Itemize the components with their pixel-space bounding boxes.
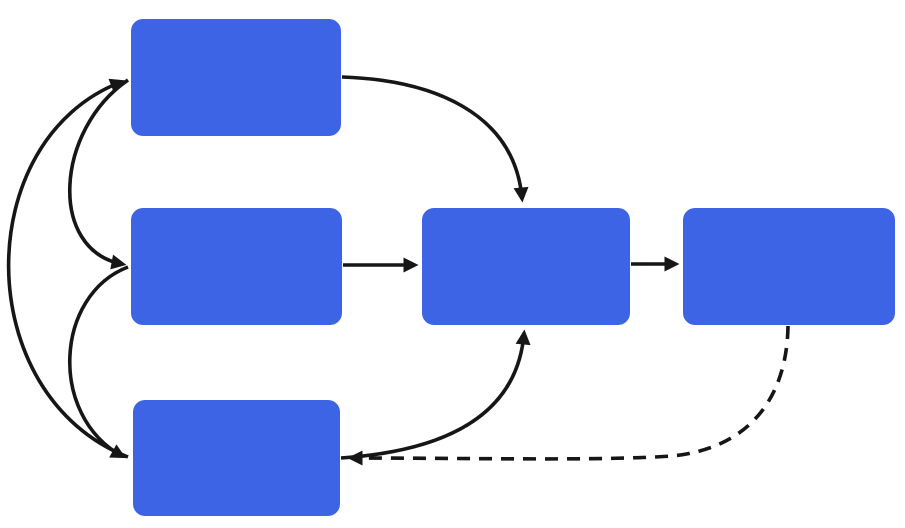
node-box-mid-left xyxy=(131,208,342,325)
edge-bottom-left-to-center xyxy=(340,329,531,460)
node-box-bottom-left xyxy=(133,400,340,516)
node-box-right xyxy=(683,208,895,325)
edge-top-left-to-center xyxy=(341,75,529,203)
edge-bottom-left-to-top-left xyxy=(6,78,129,459)
node-box-center xyxy=(422,208,630,325)
edge-right-to-bottom-left-dashed xyxy=(347,325,790,466)
edge-mid-left-to-bottom-left xyxy=(67,265,129,459)
node-box-top-left xyxy=(131,19,341,136)
edge-top-left-to-mid-left xyxy=(67,78,130,270)
